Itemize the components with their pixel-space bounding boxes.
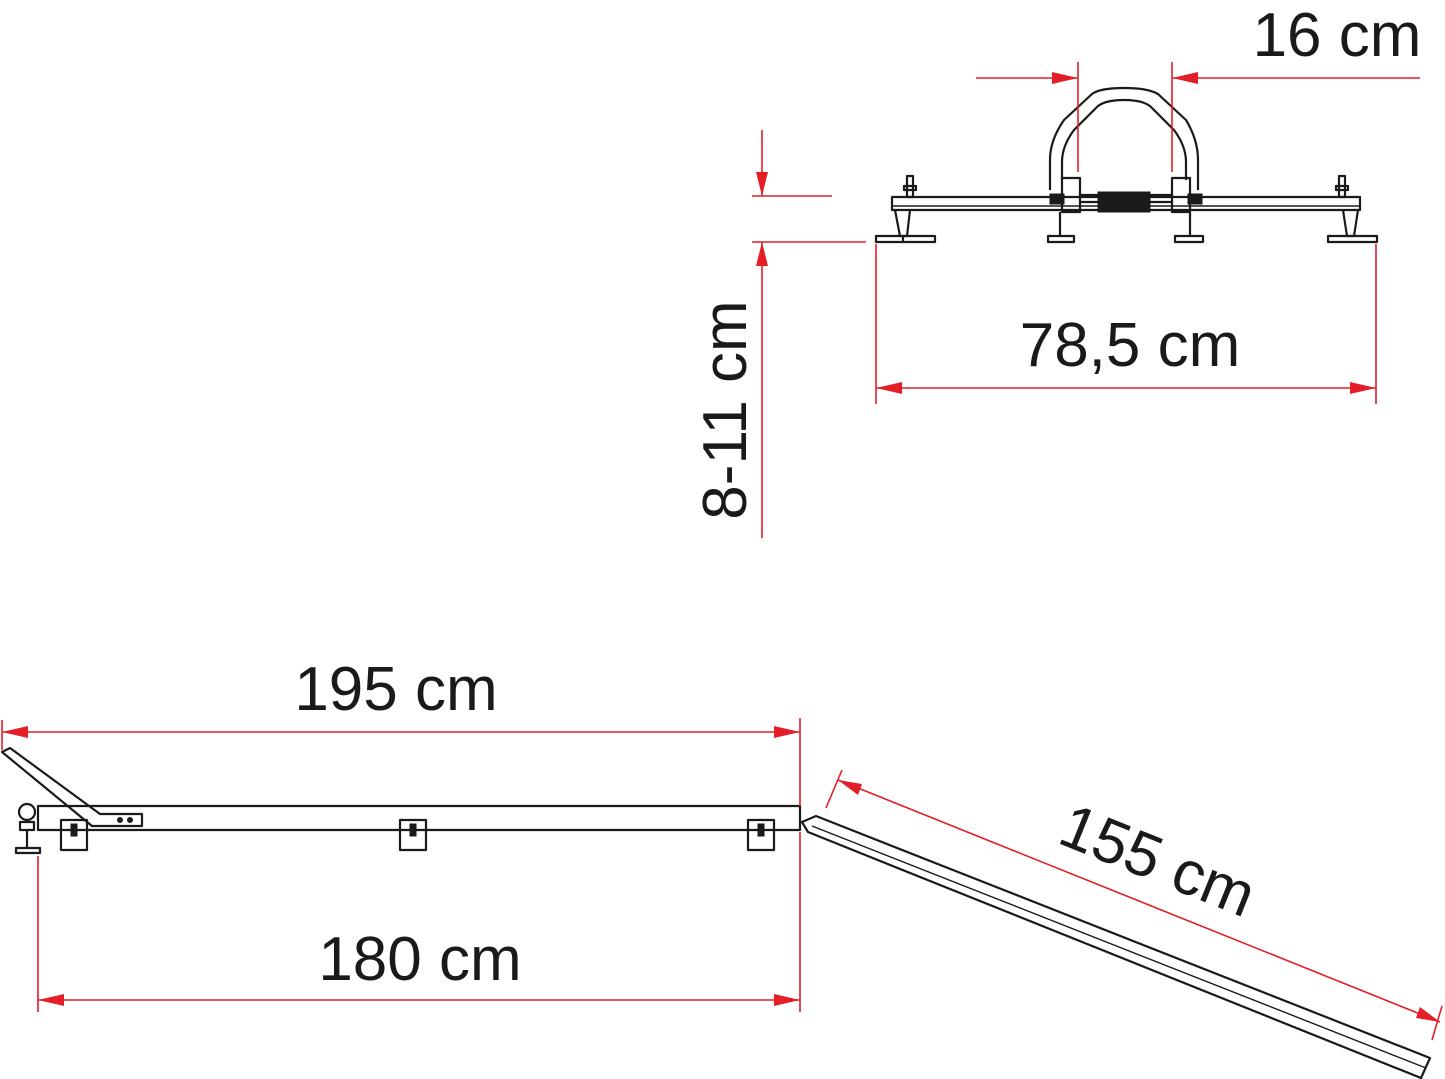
side-view-rail — [0, 746, 802, 855]
dim-rail-length — [37, 832, 801, 1012]
label-handle-width: 16 cm — [1253, 1, 1422, 70]
dim-handle-width — [976, 62, 1420, 172]
dim-total-length — [1, 718, 801, 806]
front-view-rack — [874, 86, 1379, 244]
label-height-range: 8-11 cm — [691, 300, 760, 519]
label-rack-width: 78,5 cm — [1020, 311, 1241, 380]
dim-rack-width — [875, 244, 1377, 404]
label-total-length: 195 cm — [294, 655, 497, 724]
label-ramp-length: 155 cm — [1050, 791, 1264, 931]
dim-height-range — [752, 130, 866, 538]
side-view-ramp — [800, 814, 1432, 1079]
label-rail-length: 180 cm — [318, 925, 521, 994]
dim-ramp-length — [825, 769, 1443, 1041]
